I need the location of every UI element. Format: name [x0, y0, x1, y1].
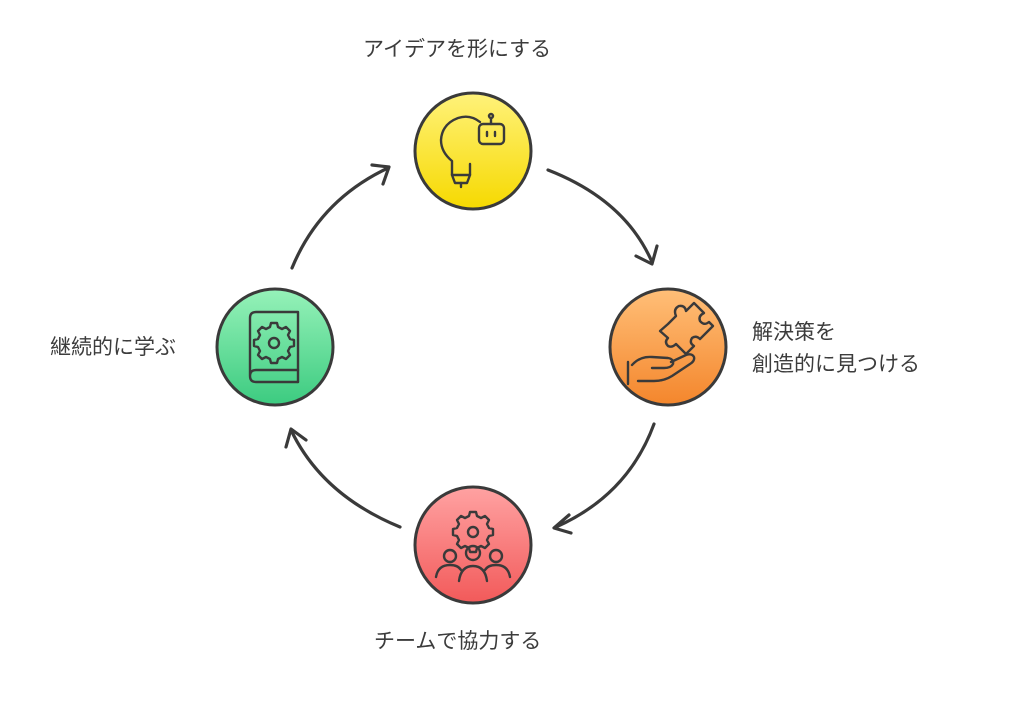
node-idea [413, 91, 533, 211]
node-solve-label: 解決策を 創造的に見つける [752, 316, 920, 380]
node-team-label: チームで協力する [374, 625, 541, 657]
puzzle-hand-icon [626, 301, 715, 386]
label-line: チームで協力する [374, 629, 542, 653]
node-learn-label: 継続的に学ぶ [50, 331, 176, 363]
book-gear-icon [248, 310, 300, 384]
team-gear-icon [434, 510, 512, 583]
edge-idea-to-solve [546, 168, 659, 266]
label-line: アイデアを形にする [363, 37, 552, 61]
label-line: 解決策を [752, 320, 836, 344]
label-line: 創造的に見つける [752, 352, 920, 376]
node-learn [215, 287, 335, 407]
node-idea-label: アイデアを形にする [363, 33, 551, 65]
node-solve [608, 287, 728, 407]
label-line: 継続的に学ぶ [50, 335, 176, 359]
edge-learn-to-idea [290, 163, 391, 270]
lightbulb-robot-icon [439, 112, 506, 189]
edge-team-to-learn [284, 427, 402, 529]
node-team [413, 485, 533, 605]
edge-solve-to-team [552, 422, 656, 535]
